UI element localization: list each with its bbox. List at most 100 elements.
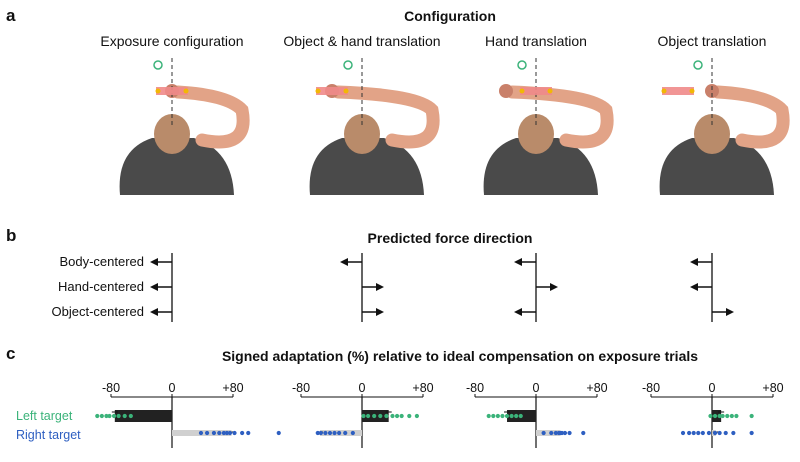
data-point-right-target <box>749 430 754 436</box>
bar-right-target <box>536 430 561 436</box>
data-point-left-target <box>407 413 412 419</box>
data-point-left-target <box>104 413 109 419</box>
data-point-right-target <box>327 430 333 436</box>
force-arrow-head <box>690 283 698 291</box>
force-arrow-head <box>150 283 158 291</box>
data-point-right-target <box>723 430 728 436</box>
data-point-left-target <box>509 413 514 419</box>
object-bar <box>156 87 188 95</box>
data-point-left-target <box>111 413 117 419</box>
data-point-left-target <box>99 413 104 419</box>
torso <box>659 138 774 195</box>
target-ring <box>517 60 527 70</box>
data-point-left-target <box>384 413 389 419</box>
torso <box>309 138 424 195</box>
chart-4: -80 0 +80 <box>642 381 784 448</box>
data-point-right-target <box>198 430 204 436</box>
data-point-right-target <box>246 430 251 436</box>
force-arrow-head <box>340 258 348 266</box>
object-end-left <box>661 88 667 94</box>
force-arrow-head <box>150 258 158 266</box>
hand <box>705 84 719 98</box>
row-label-object-centered: Object-centered <box>51 304 145 319</box>
data-point-left-target <box>378 413 383 419</box>
chart-2: -80 0 +80 <box>292 381 434 448</box>
force-arrow-head <box>726 308 734 316</box>
data-point-left-target <box>361 413 366 419</box>
tick-label: +80 <box>586 381 607 395</box>
column-title-hand: Hand translation <box>485 33 587 49</box>
figure-4 <box>659 58 790 195</box>
data-point-left-target <box>366 413 371 419</box>
panel-b-title: Predicted force direction <box>367 230 533 246</box>
figure-2 <box>309 58 440 195</box>
column-title-exposure: Exposure configuration <box>100 33 244 49</box>
configuration-figures <box>119 58 790 195</box>
object-end-left <box>315 88 321 94</box>
data-point-right-target <box>567 430 572 436</box>
panel-a-title: Configuration <box>404 8 496 24</box>
tick-label: 0 <box>359 381 366 395</box>
tick-label: 0 <box>533 381 540 395</box>
object-end-right <box>343 88 349 94</box>
data-point-right-target <box>204 430 210 436</box>
panel-letter-b: b <box>6 226 17 245</box>
data-point-left-target <box>491 413 496 419</box>
data-point-right-target <box>337 430 342 436</box>
data-point-right-target <box>687 430 692 436</box>
data-point-left-target <box>500 413 505 419</box>
tick-label: +80 <box>412 381 433 395</box>
torso <box>119 138 234 195</box>
tick-label: 0 <box>169 381 176 395</box>
figure-1 <box>119 58 250 195</box>
data-point-right-target <box>712 430 718 436</box>
data-point-left-target <box>717 413 722 419</box>
tick-label: 0 <box>709 381 716 395</box>
data-point-right-target <box>276 430 281 436</box>
data-point-left-target <box>749 413 754 419</box>
tick-label: +80 <box>222 381 243 395</box>
panel-letter-c: c <box>6 344 16 363</box>
data-point-right-target <box>318 430 323 436</box>
data-point-left-target <box>734 413 739 419</box>
data-point-left-target <box>712 413 718 419</box>
force-arrow-head <box>550 283 558 291</box>
data-point-right-target <box>240 430 245 436</box>
force-arrow-head <box>150 308 158 316</box>
row-label-body-centered: Body-centered <box>59 254 144 269</box>
data-point-left-target <box>720 413 725 419</box>
panel-letter-a: a <box>6 6 16 25</box>
figure-3 <box>483 58 614 195</box>
data-point-right-target <box>700 430 705 436</box>
legend-right-target: Right target <box>16 428 81 442</box>
data-point-right-target <box>562 430 568 436</box>
data-point-left-target <box>372 413 377 419</box>
panel-c-title: Signed adaptation (%) relative to ideal … <box>221 348 699 364</box>
data-point-right-target <box>549 430 554 436</box>
hand <box>499 84 513 98</box>
legend-left-target: Left target <box>16 409 73 423</box>
data-point-left-target <box>495 413 500 419</box>
data-point-right-target <box>224 430 229 436</box>
data-point-left-target <box>116 413 121 419</box>
data-point-left-target <box>725 413 730 419</box>
data-point-right-target <box>541 430 546 436</box>
tick-label: -80 <box>642 381 660 395</box>
object-bar <box>316 87 348 95</box>
object-end-left <box>519 88 525 94</box>
object-bar <box>662 87 694 95</box>
tick-label: -80 <box>292 381 310 395</box>
data-point-right-target <box>581 430 586 436</box>
object-bar <box>520 87 552 95</box>
data-point-left-target <box>518 413 523 419</box>
data-point-left-target <box>729 413 734 419</box>
tick-label: +80 <box>762 381 783 395</box>
object-end-right <box>183 88 189 94</box>
data-point-left-target <box>128 413 133 419</box>
force-arrow-head <box>514 308 522 316</box>
head <box>694 114 730 154</box>
data-point-right-target <box>227 430 233 436</box>
data-point-left-target <box>390 413 395 419</box>
